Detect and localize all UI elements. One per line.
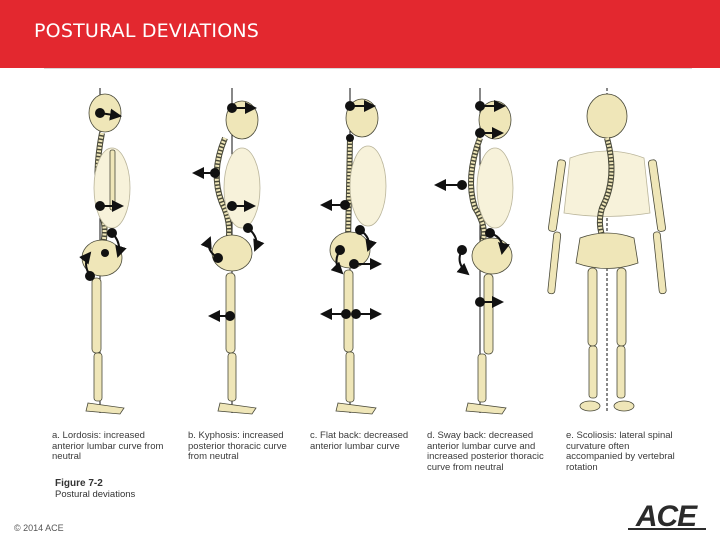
skeleton-flat-back (320, 88, 387, 415)
divider (44, 68, 692, 69)
skeleton-kyphosis (192, 88, 265, 415)
svg-text:ACE: ACE (635, 500, 698, 532)
skeleton-sway-back (434, 88, 514, 415)
figure-label: Figure 7-2 (55, 478, 103, 489)
caption-lordosis: a. Lordosis: increased anterior lumbar c… (52, 430, 164, 462)
copyright: © 2014 ACE (14, 523, 64, 533)
caption-sway-back: d. Sway back: decreased anterior lumbar … (427, 430, 544, 473)
skeleton-scoliosis (547, 88, 667, 413)
title-bar: POSTURAL DEVIATIONS (0, 0, 720, 68)
caption-flat-back: c. Flat back: decreased anterior lumbar … (310, 430, 409, 452)
slide-title: POSTURAL DEVIATIONS (34, 20, 260, 42)
postural-deviations-illustration (79, 88, 667, 415)
caption-scoliosis: e. Scoliosis: lateral spinal curvature o… (566, 430, 675, 473)
skeleton-lordosis (79, 88, 131, 415)
figure-subtitle: Postural deviations (55, 489, 136, 500)
caption-kyphosis: b. Kyphosis: increased posterior thoraci… (188, 430, 287, 462)
ace-logo: ACE (628, 500, 706, 532)
